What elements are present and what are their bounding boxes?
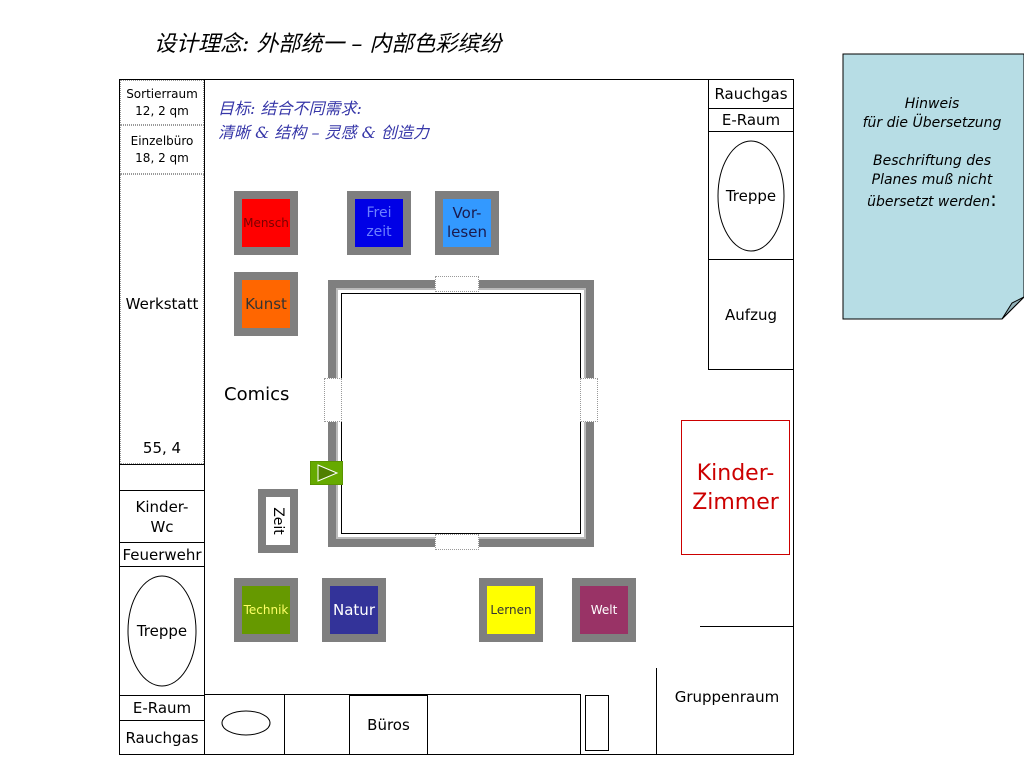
box-technik-label: Technik: [242, 586, 290, 634]
einzelbuero-area: 18, 2 qm: [135, 150, 189, 165]
note-line-3: Beschriftung des: [872, 153, 992, 169]
room-rauchgas-right: Rauchgas: [708, 79, 794, 109]
vorlesen-line-1: Vor-: [452, 204, 482, 222]
note-line-5: übersetzt werden: [867, 194, 991, 210]
stair-oval-right-icon: [717, 140, 785, 252]
room-e-raum-right: E-Raum: [708, 108, 794, 132]
oval-table-icon: [221, 710, 271, 736]
box-mensch: Mensch: [234, 191, 298, 255]
page-title: 设计理念: 外部统一 – 内部色彩缤纷: [154, 32, 502, 57]
wall-bottom-row: [205, 694, 580, 695]
comics-label: Comics: [224, 384, 290, 405]
central-square: [328, 280, 594, 547]
room-feuerwehr: Feuerwehr: [119, 542, 205, 567]
translation-note: Hinweis für die Übersetzung Beschriftung…: [842, 53, 1024, 321]
kinderzimmer-line-2: Zimmer: [692, 489, 779, 515]
room-small-box: [119, 464, 205, 491]
box-welt-label: Welt: [580, 586, 628, 634]
door-central-left: [324, 378, 342, 422]
wall-bottom-divider-1: [284, 694, 285, 755]
room-rauchgas-left: Rauchgas: [119, 720, 205, 755]
box-zeit: Zeit: [258, 489, 298, 553]
note-line-4: Planes muß nicht: [871, 172, 993, 188]
small-rect-bottom: [585, 695, 609, 751]
box-natur: Natur: [322, 578, 386, 642]
room-einzelbuero: Einzelbüro 18, 2 qm: [120, 125, 204, 174]
treppe-left-label: Treppe: [136, 622, 188, 640]
wall-gruppenraum-left: [656, 668, 657, 755]
wall-bottom-row-end: [580, 694, 581, 755]
box-natur-label: Natur: [330, 586, 378, 634]
kinderzimmer-line-1: Kinder-: [696, 460, 775, 486]
gruppenraum-label: Gruppenraum: [674, 688, 780, 706]
vorlesen-line-2: lesen: [447, 223, 487, 241]
freizeit-line-1: Frei: [366, 205, 392, 221]
box-technik: Technik: [234, 578, 298, 642]
room-bueros: Büros: [349, 695, 428, 755]
door-central-bottom: [435, 534, 479, 550]
box-welt: Welt: [572, 578, 636, 642]
box-kunst: Kunst: [234, 272, 298, 336]
door-central-top: [435, 276, 479, 292]
room-aufzug: Aufzug: [708, 259, 794, 370]
kinder-wc-line-2: Wc: [150, 517, 174, 536]
room-kinder-wc: Kinder- Wc: [119, 490, 205, 543]
box-mensch-label: Mensch: [242, 199, 290, 247]
box-freizeit-label: Frei zeit: [355, 199, 403, 247]
room-e-raum-left: E-Raum: [119, 695, 205, 721]
stair-oval-left-icon: [127, 575, 197, 687]
note-line-1: Hinweis: [904, 96, 960, 112]
room-werkstatt: [120, 174, 204, 464]
note-line-5-suffix: :: [990, 187, 997, 211]
box-zeit-label: Zeit: [270, 507, 286, 535]
room-kinderzimmer: Kinder- Zimmer: [681, 420, 790, 555]
werkstatt-number: 55, 4: [142, 439, 182, 457]
sortierraum-name: Sortierraum: [126, 86, 198, 101]
wall-gruppenraum-top: [700, 626, 794, 627]
freizeit-line-2: zeit: [366, 224, 392, 240]
sortierraum-area: 12, 2 qm: [135, 103, 189, 118]
box-vorlesen-label: Vor- lesen: [443, 199, 491, 247]
treppe-right-label: Treppe: [725, 187, 777, 205]
box-lernen-label: Lernen: [487, 586, 535, 634]
werkstatt-label: Werkstatt: [125, 295, 199, 313]
room-sortierraum: Sortierraum 12, 2 qm: [120, 80, 204, 125]
door-central-right: [580, 378, 598, 422]
goal-line-1: 目标: 结合不同需求:: [218, 99, 362, 118]
box-freizeit: Frei zeit: [347, 191, 411, 255]
box-vorlesen: Vor- lesen: [435, 191, 499, 255]
einzelbuero-name: Einzelbüro: [130, 133, 194, 148]
kinder-wc-line-1: Kinder-: [135, 497, 189, 516]
box-kunst-label: Kunst: [242, 280, 290, 328]
box-lernen: Lernen: [479, 578, 543, 642]
play-icon[interactable]: [310, 461, 343, 485]
note-line-2: für die Übersetzung: [862, 115, 1002, 131]
goal-text: 目标: 结合不同需求: 清晰 & 结构 – 灵感 & 创造力: [218, 97, 429, 145]
goal-line-2: 清晰 & 结构 – 灵感 & 创造力: [218, 123, 430, 142]
page-curl-icon: [1001, 296, 1024, 320]
